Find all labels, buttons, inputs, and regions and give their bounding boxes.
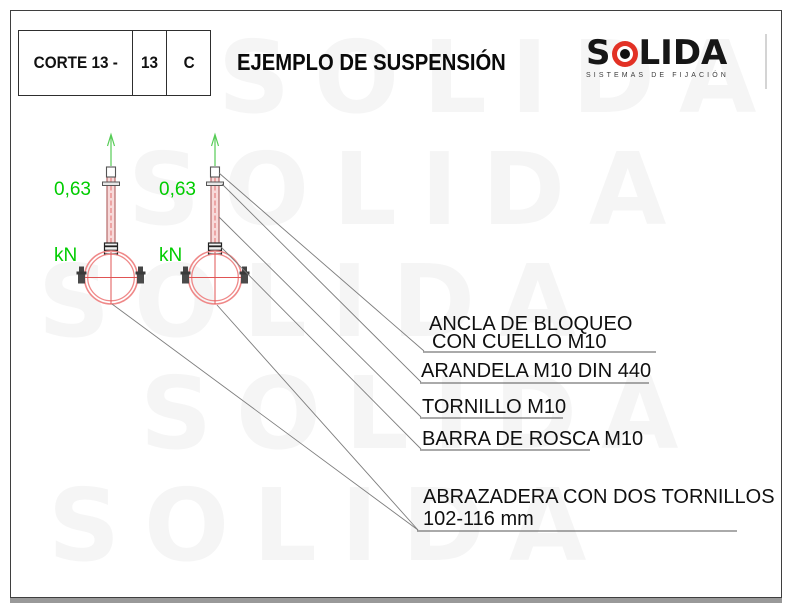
section-label: CORTE 13 - — [33, 53, 118, 72]
sheet-number: 13 — [141, 53, 159, 72]
callout-line: ABRAZADERA CON DOS TORNILLOS — [423, 486, 775, 508]
callout-line: CON CUELLO M10 — [432, 331, 607, 353]
logo-target-icon — [611, 41, 638, 67]
solida-logo: S LIDA SISTEMAS DE FIJACIÓN — [586, 36, 762, 79]
leader-line-rod — [220, 246, 422, 450]
load-unit: kN — [159, 245, 183, 266]
logo-letter-prefix: S — [586, 33, 611, 73]
leader-line-clamp-right — [216, 304, 419, 531]
callout-line: BARRA DE ROSCA M10 — [422, 428, 644, 450]
title-block-cell-revision: C — [167, 31, 210, 95]
callout-screw: TORNILLO M10 — [422, 397, 566, 417]
callout-clamp: ABRAZADERA CON DOS TORNILLOS 102-116 mm — [423, 486, 775, 530]
callout-anchor: ANCLA DE BLOQUEO CON CUELLO M10 — [429, 313, 633, 353]
leader-line-washer — [221, 183, 422, 383]
load-label-right: 0,63 kN — [159, 135, 196, 289]
page-border — [10, 10, 782, 598]
callout-line: ARANDELA M10 DIN 440 — [421, 360, 652, 382]
load-value: 0,63 — [159, 179, 196, 200]
title-block-cell-number: 13 — [133, 31, 168, 95]
load-value: 0,63 — [54, 179, 91, 200]
title-block-cell-section: CORTE 13 - — [19, 31, 133, 95]
callout-rod: BARRA DE ROSCA M10 — [422, 429, 643, 449]
drawing-title: EJEMPLO DE SUSPENSIÓN — [237, 49, 506, 75]
leader-line-clamp-left — [111, 303, 419, 531]
callout-line: 102-116 mm — [423, 508, 534, 530]
callout-line: TORNILLO M10 — [422, 396, 567, 418]
leader-line-screw — [218, 216, 422, 418]
leader-line-anchor — [218, 172, 425, 352]
revision-letter: C — [183, 53, 195, 72]
load-unit: kN — [54, 245, 78, 266]
logo-tagline: SISTEMAS DE FIJACIÓN — [586, 72, 729, 79]
logo-letters-suffix: LIDA — [638, 33, 728, 73]
callout-line: ANCLA DE BLOQUEO — [429, 313, 633, 335]
title-block: CORTE 13 - 13 C — [18, 30, 211, 96]
load-label-left: 0,63 kN — [54, 135, 91, 289]
logo-wordmark: S LIDA — [586, 36, 762, 70]
callout-washer: ARANDELA M10 DIN 440 — [421, 361, 651, 381]
